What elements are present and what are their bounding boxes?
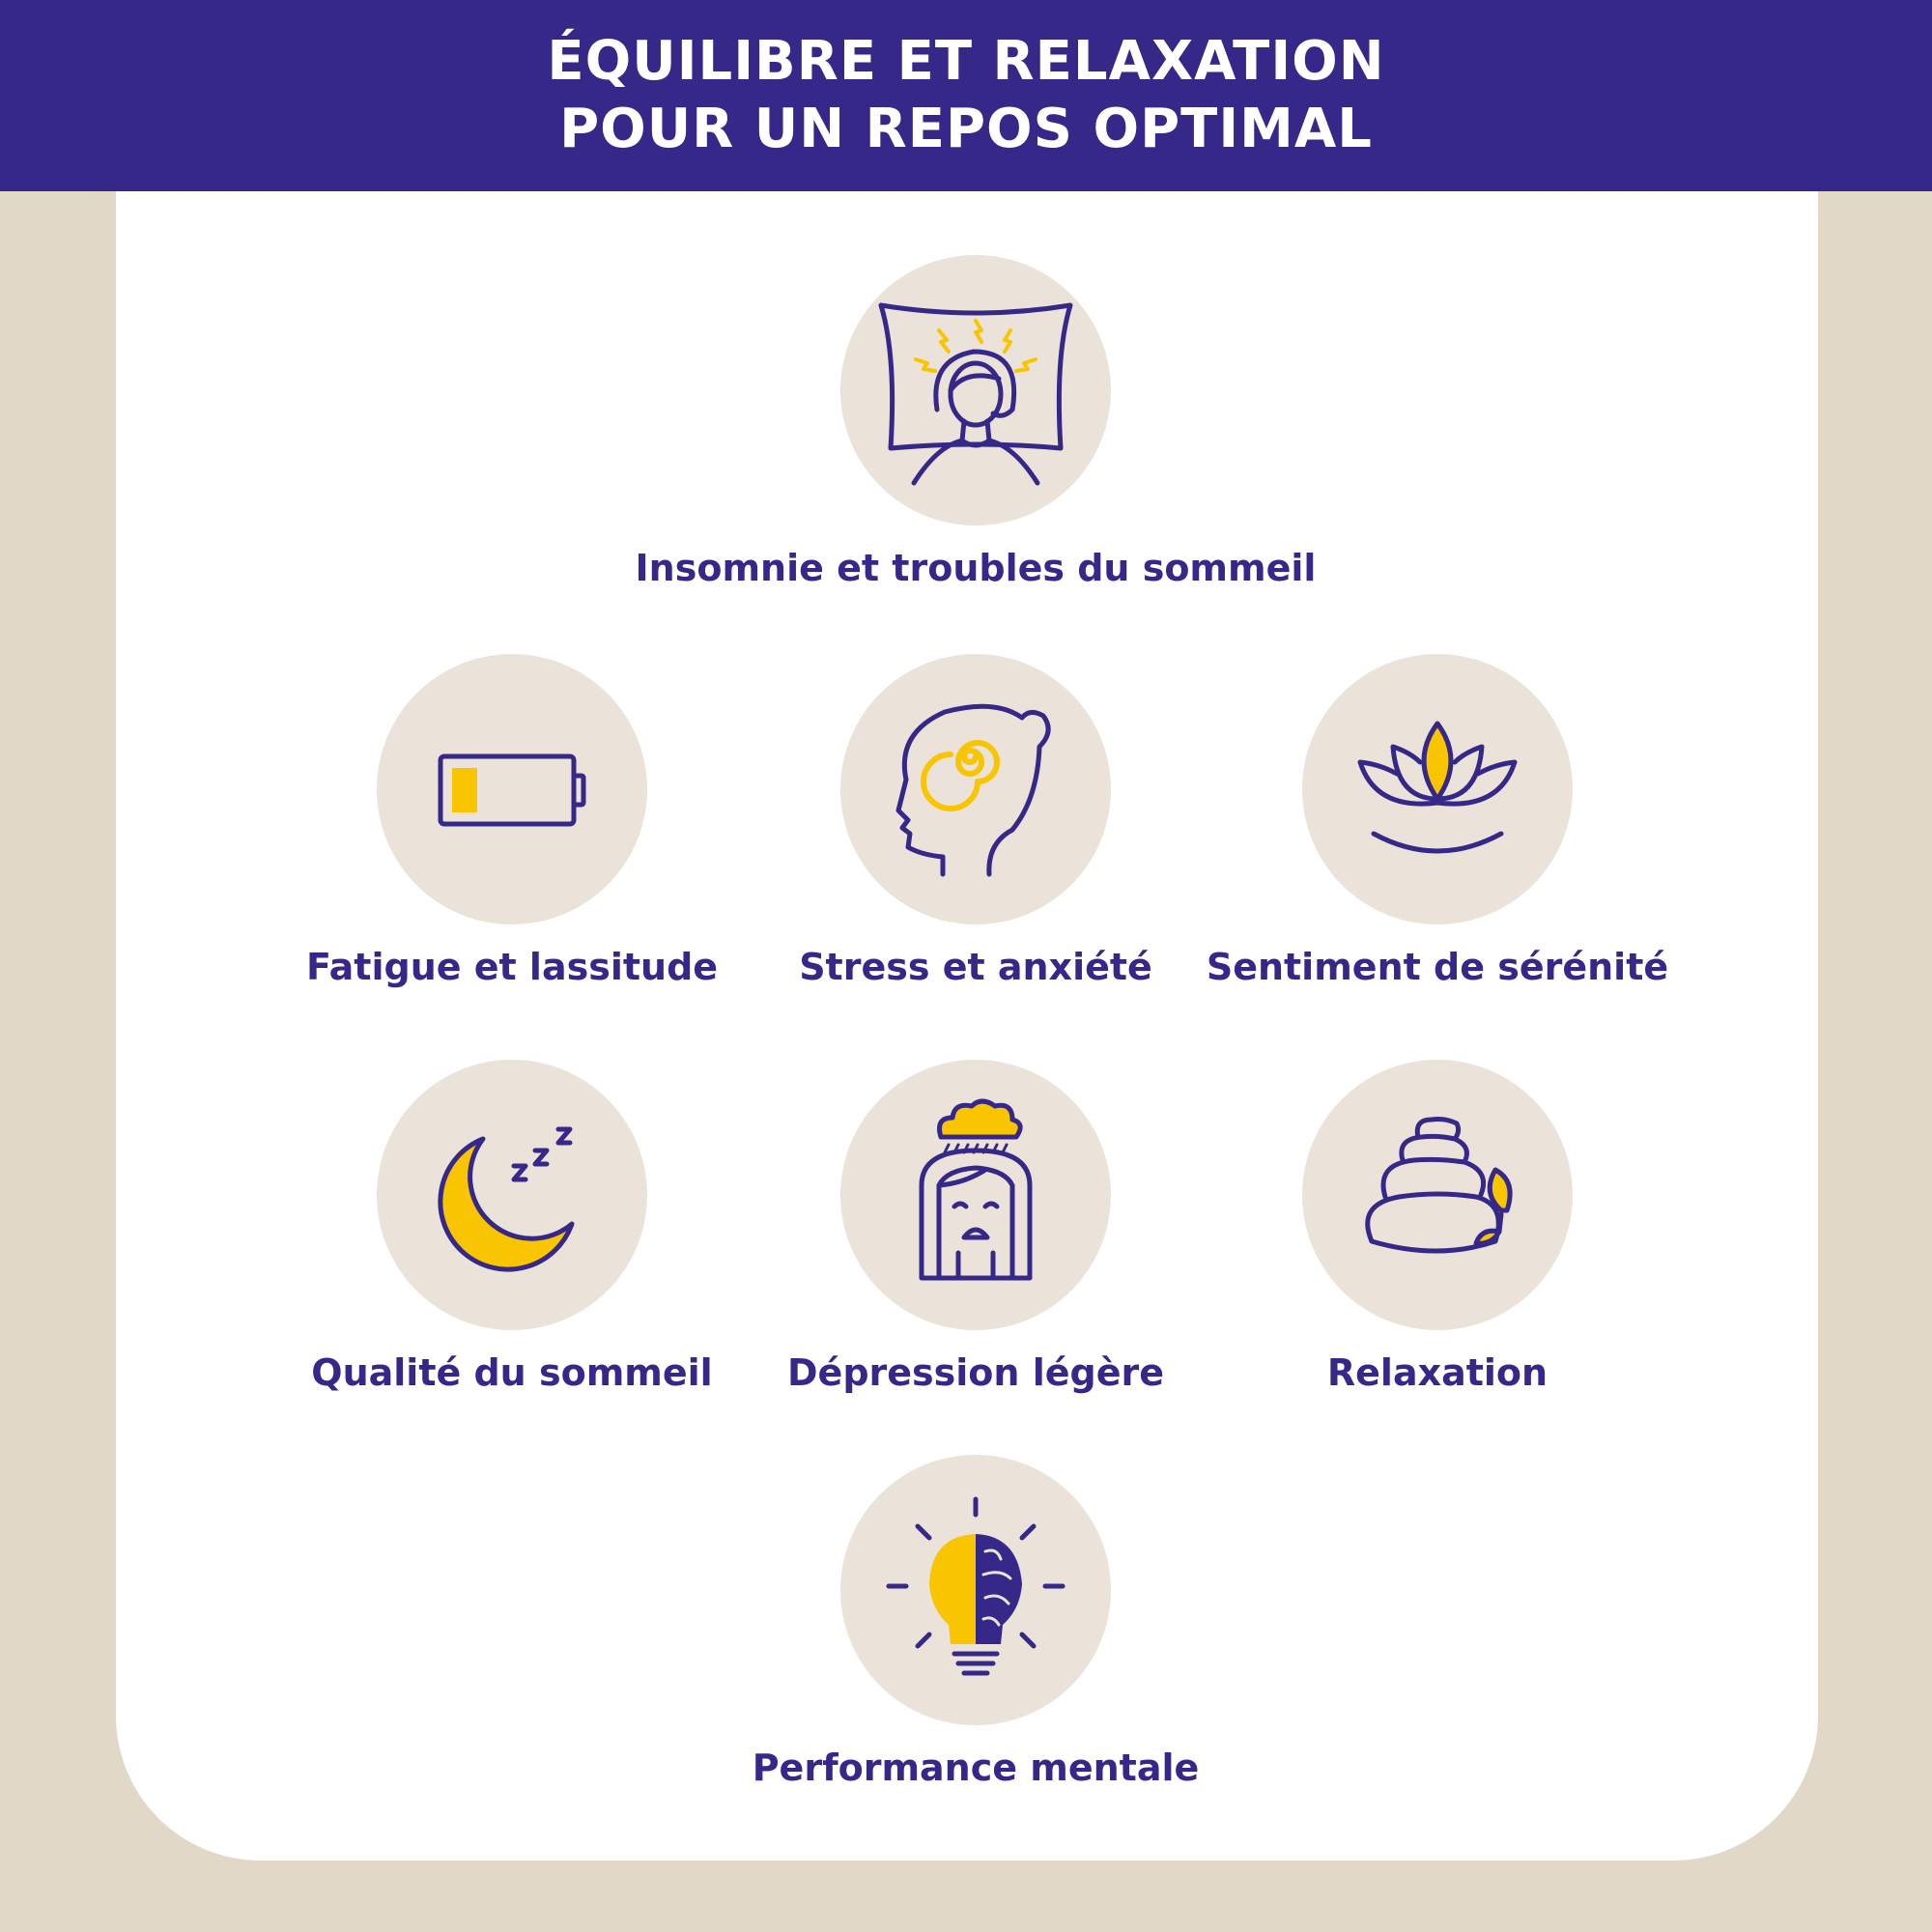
benefit-relaxation: Relaxation — [1186, 1060, 1689, 1396]
header-banner: ÉQUILIBRE ET RELAXATION POUR UN REPOS OP… — [0, 0, 1932, 191]
icon-circle — [1302, 654, 1573, 924]
page-title-line-1: ÉQUILIBRE ET RELAXATION — [547, 30, 1385, 93]
low-battery-icon — [438, 753, 586, 827]
icon-circle — [1302, 1060, 1573, 1330]
icon-circle — [840, 255, 1111, 526]
lightbulb-brain-icon — [886, 1496, 1065, 1676]
icon-circle — [377, 654, 647, 924]
benefit-mild-depression: Dépression légère — [724, 1060, 1227, 1396]
icon-circle — [840, 1455, 1111, 1725]
page-title-line-2: POUR UN REPOS OPTIMAL — [559, 98, 1373, 160]
benefit-label: Stress et anxiété — [799, 946, 1152, 988]
benefit-label: Sentiment de sérénité — [1206, 946, 1669, 988]
benefit-label: Insomnie et troubles du sommeil — [635, 547, 1317, 589]
stressed-head-spiral-icon — [895, 703, 1051, 877]
benefit-label: Dépression légère — [787, 1351, 1164, 1394]
benefit-stress: Stress et anxiété — [724, 654, 1227, 990]
benefit-serenity: Sentiment de sérénité — [1186, 654, 1689, 990]
icon-circle — [840, 654, 1111, 924]
benefit-insomnia: Insomnie et troubles du sommeil — [636, 255, 1316, 591]
benefit-label: Fatigue et lassitude — [305, 946, 719, 988]
icon-circle — [377, 1060, 647, 1330]
benefit-label: Qualité du sommeil — [311, 1351, 713, 1394]
benefit-label: Relaxation — [1326, 1351, 1548, 1394]
icon-circle — [840, 1060, 1111, 1330]
insomnia-pillow-icon — [878, 302, 1073, 486]
moon-zzz-icon — [438, 1126, 575, 1272]
benefit-mental-performance: Performance mentale — [724, 1455, 1227, 1791]
sad-woman-rain-cloud-icon — [919, 1098, 1033, 1281]
benefit-sleep-quality: Qualité du sommeil — [261, 1060, 763, 1396]
benefit-fatigue: Fatigue et lassitude — [261, 654, 763, 990]
stacked-stones-icon — [1365, 1117, 1513, 1254]
benefit-label: Performance mentale — [752, 1747, 1200, 1789]
lotus-icon — [1357, 721, 1518, 854]
